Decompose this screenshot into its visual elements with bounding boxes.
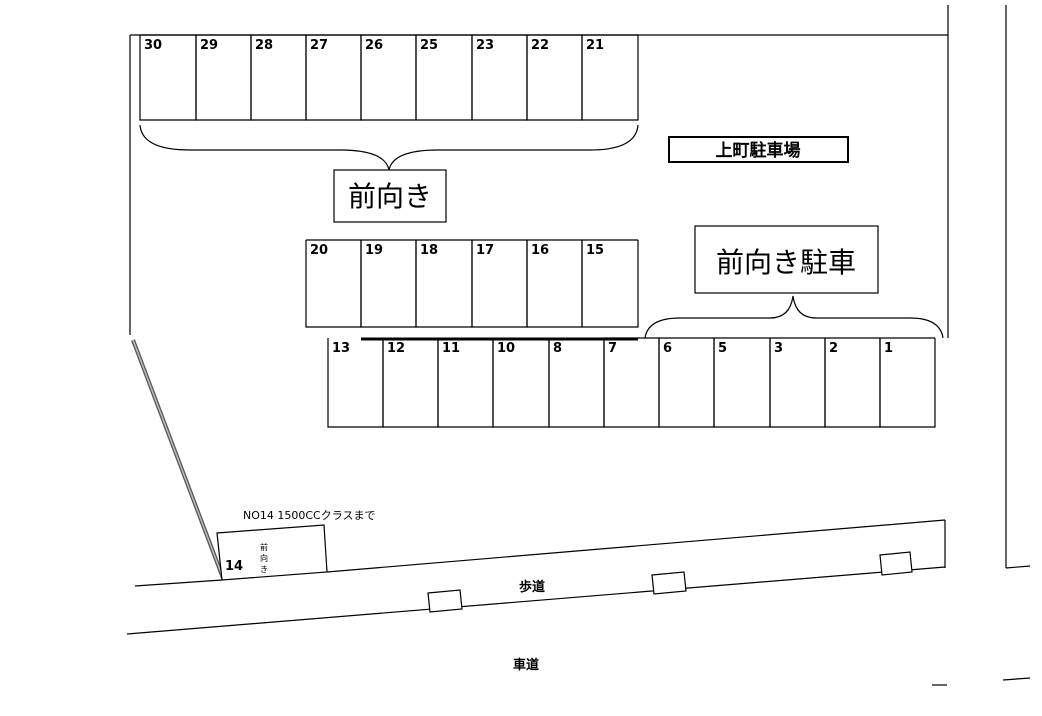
space-number: 19 [365, 243, 383, 258]
direction-char: き [260, 565, 268, 574]
space-number: 1 [884, 341, 893, 356]
sidewalk [126, 519, 946, 635]
parking-space-23[interactable]: 23 [471, 34, 528, 121]
space-number: 7 [608, 341, 617, 356]
parking-space-22[interactable]: 22 [526, 34, 583, 121]
parking-space-30[interactable]: 30 [139, 34, 197, 121]
roadway-label: 車道 [513, 657, 539, 673]
space-number: 22 [531, 38, 549, 53]
space-number: 2 [829, 341, 838, 356]
parking-space-20[interactable]: 20 [305, 239, 362, 328]
parking-space-18[interactable]: 18 [415, 239, 473, 328]
lot-boundary [129, 5, 1031, 686]
space-number: 16 [531, 243, 549, 258]
parking-space-28[interactable]: 28 [250, 34, 307, 121]
brace [139, 124, 639, 171]
parking-space-26[interactable]: 26 [360, 34, 417, 121]
parking-space-15[interactable]: 15 [581, 239, 639, 328]
parking-space-5[interactable]: 5 [713, 337, 771, 428]
parking-space-25[interactable]: 25 [415, 34, 473, 121]
parking-space-21[interactable]: 21 [581, 34, 639, 121]
parking-space-7[interactable]: 7 [603, 337, 660, 428]
space-number: 10 [497, 341, 515, 356]
middle-row-spaces: 20 19 18 17 16 15 [305, 239, 639, 328]
label-box [694, 225, 879, 294]
parking-space-8[interactable]: 8 [548, 338, 605, 428]
parking-space-19[interactable]: 19 [360, 239, 417, 328]
title-box [668, 136, 849, 163]
brace [644, 295, 944, 339]
space-number: 26 [365, 38, 383, 53]
parking-space-13[interactable]: 13 [327, 338, 384, 428]
direction-char: 向 [260, 553, 268, 563]
space-number: 18 [420, 243, 438, 258]
bottom-row-label: 前向き駐車 [716, 246, 856, 279]
space-number: 27 [310, 38, 328, 53]
space-number: 5 [718, 341, 727, 356]
space-number: 29 [200, 38, 218, 53]
top-row-label: 前向き [348, 180, 432, 213]
parking-space-14[interactable]: 14 前 向 き [216, 524, 328, 581]
space-number: 17 [476, 243, 494, 258]
top-row-spaces: 30 29 28 27 26 25 23 22 21 [139, 34, 639, 121]
space-number: 8 [553, 341, 562, 356]
space-number: 15 [586, 243, 604, 258]
space-number: 11 [442, 341, 460, 356]
parking-space-29[interactable]: 29 [195, 34, 252, 121]
parking-space-27[interactable]: 27 [305, 34, 362, 121]
sidewalk-label: 歩道 [519, 579, 545, 595]
direction-char: 前 [260, 542, 268, 552]
label-box [333, 169, 447, 223]
space-number: 28 [255, 38, 273, 53]
space-number: 30 [144, 38, 162, 53]
parking-space-11[interactable]: 11 [437, 338, 494, 428]
parking-space-3[interactable]: 3 [769, 337, 826, 428]
parking-space-12[interactable]: 12 [382, 338, 439, 428]
space-number: 14 [225, 559, 243, 574]
space-number: 13 [332, 341, 350, 356]
space-number: 3 [774, 341, 783, 356]
parking-space-17[interactable]: 17 [471, 239, 528, 328]
parking-space-10[interactable]: 10 [492, 338, 550, 428]
parking-space-1[interactable]: 1 [879, 337, 936, 428]
lot-title: 上町駐車場 [716, 140, 801, 161]
bottom-row-spaces: 13 12 11 10 8 7 6 5 3 2 1 [327, 337, 936, 428]
space-number: 25 [420, 38, 438, 53]
space-number: 20 [310, 243, 328, 258]
space-number: 6 [663, 341, 672, 356]
space-number: 12 [387, 341, 405, 356]
parking-space-2[interactable]: 2 [824, 337, 881, 428]
space-number: 21 [586, 38, 604, 53]
parking-space-16[interactable]: 16 [526, 239, 583, 328]
parking-space-6[interactable]: 6 [658, 337, 715, 428]
space14-note: NO14 1500CCクラスまで [243, 509, 376, 522]
space-number: 23 [476, 38, 494, 53]
